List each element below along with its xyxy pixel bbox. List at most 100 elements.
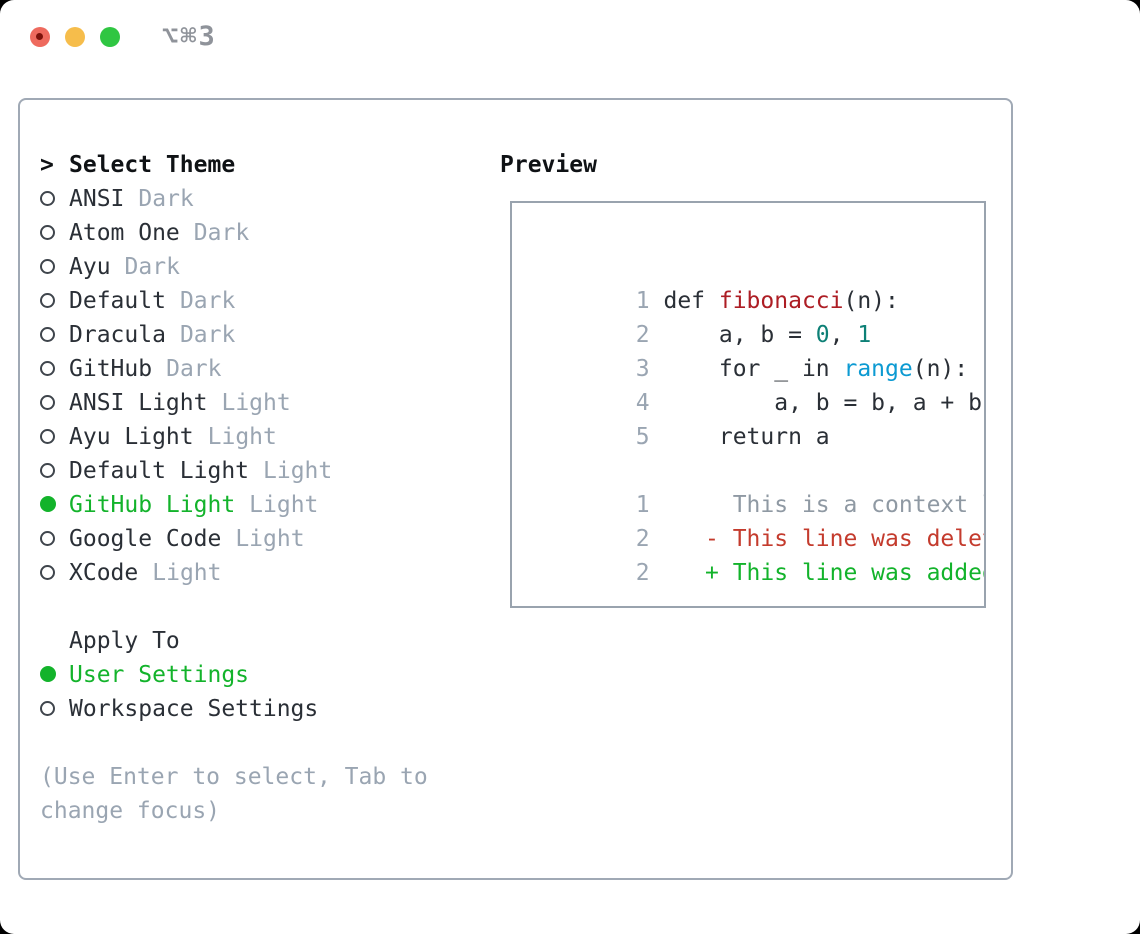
diff-text: + This line was added. (663, 560, 986, 586)
line-number: 3 (635, 356, 650, 382)
keyboard-hint-line: (Use Enter to select, Tab to (40, 764, 428, 790)
theme-variant: Dark (179, 322, 236, 348)
theme-option-dracula-dark[interactable]: Dracula Dark (40, 318, 428, 352)
select-theme-title: Select Theme (69, 152, 236, 178)
theme-option-google-code-light[interactable]: Google Code Light (40, 522, 428, 556)
apply-to-header: Apply To (40, 624, 428, 658)
theme-option-github-light[interactable]: GitHub Light Light (40, 488, 428, 522)
theme-variant: Dark (166, 356, 222, 382)
code-segment: a, b = b, a + b (663, 390, 982, 416)
radio-unselected-icon (40, 424, 69, 450)
line-number: 5 (635, 424, 650, 450)
theme-option-atom-one-dark[interactable]: Atom One Dark (40, 216, 428, 250)
window-titlebar: ⌥⌘3 (0, 0, 1140, 72)
theme-option-ayu-light[interactable]: Ayu Light Light (40, 420, 428, 454)
prompt-icon: > (40, 152, 54, 178)
code-segment: (n): (843, 288, 899, 314)
line-number: 2 (635, 526, 650, 552)
code-line: 5 return a (525, 386, 984, 450)
code-segment: (n): (912, 356, 969, 382)
line-number: 2 (635, 560, 650, 586)
code-segment: range (843, 356, 913, 382)
theme-option-default-light[interactable]: Default Light Light (40, 454, 428, 488)
keyboard-hint-line: change focus) (40, 798, 221, 824)
theme-name: Dracula (69, 322, 166, 348)
radio-unselected-icon (40, 288, 69, 314)
code-segment: , (829, 322, 858, 348)
radio-unselected-icon (40, 220, 69, 246)
theme-option-github-dark[interactable]: GitHub Dark (40, 352, 428, 386)
theme-picker-column: > Select Theme ANSI Dark Atom One Dark A… (40, 148, 428, 828)
apply-option-user-settings[interactable]: User Settings (40, 658, 428, 692)
radio-unselected-icon (40, 560, 69, 586)
theme-variant: Light (207, 424, 277, 450)
radio-unselected-icon (40, 390, 69, 416)
theme-name: GitHub Light (69, 492, 236, 518)
code-segment: fibonacci (718, 288, 844, 314)
apply-option-name: User Settings (69, 662, 250, 688)
code-line: 1 def fibonacci(n): (525, 250, 984, 314)
line-number: 2 (635, 322, 650, 348)
apply-option-name: Workspace Settings (69, 696, 319, 722)
theme-variant: Dark (179, 288, 236, 314)
code-segment: 1 (857, 322, 872, 348)
theme-picker-panel: > Select Theme ANSI Dark Atom One Dark A… (18, 98, 1013, 880)
theme-option-ansi-dark[interactable]: ANSI Dark (40, 182, 428, 216)
line-number: 1 (635, 288, 650, 314)
close-button[interactable] (30, 27, 50, 47)
theme-name: Google Code (69, 526, 222, 552)
code-segment: a, b = (663, 322, 816, 348)
theme-variant: Light (263, 458, 333, 484)
diff-added-line: 2 + This line was added. (525, 522, 984, 586)
radio-unselected-icon (40, 186, 69, 212)
radio-unselected-icon (40, 254, 69, 280)
line-number: 4 (635, 390, 650, 416)
theme-variant: Dark (193, 220, 250, 246)
select-theme-header: > Select Theme (40, 148, 428, 182)
diff-context-line: 1 This is a context line. (525, 454, 984, 518)
apply-option-workspace-settings[interactable]: Workspace Settings (40, 692, 428, 726)
theme-variant: Light (235, 526, 305, 552)
radio-unselected-icon (40, 458, 69, 484)
blank-row (40, 590, 428, 624)
code-segment: return a (663, 424, 830, 450)
diff-text: This is a context line. (732, 492, 984, 518)
radio-unselected-icon (40, 322, 69, 348)
radio-unselected-icon (40, 356, 69, 382)
theme-name: Default (69, 288, 166, 314)
preview-title: Preview (500, 152, 597, 178)
theme-name: Ayu (69, 254, 111, 280)
theme-name: ANSI (69, 186, 125, 212)
diff-text: - This line was deleted. (705, 526, 984, 552)
theme-variant: Dark (138, 186, 194, 212)
code-line: 2 a, b = 0, 1 (525, 284, 984, 348)
theme-name: Atom One (69, 220, 180, 246)
radio-unselected-icon (40, 696, 69, 722)
theme-variant: Light (249, 492, 319, 518)
theme-name: GitHub (69, 356, 153, 382)
code-segment: def (663, 288, 719, 314)
apply-to-title: Apply To (69, 628, 180, 654)
theme-option-ansi-light[interactable]: ANSI Light Light (40, 386, 428, 420)
theme-option-ayu-dark[interactable]: Ayu Dark (40, 250, 428, 284)
code-segment: for _ in (663, 356, 844, 382)
radio-selected-icon (40, 492, 69, 518)
code-line: 4 a, b = b, a + b (525, 352, 984, 416)
code-segment: 0 (815, 322, 830, 348)
zoom-button[interactable] (100, 27, 120, 47)
window-title: ⌥⌘3 (162, 21, 217, 52)
theme-option-xcode-light[interactable]: XCode Light (40, 556, 428, 590)
diff-deleted-line: 2 - This line was deleted. (525, 488, 984, 552)
theme-name: Ayu Light (69, 424, 194, 450)
minimize-button[interactable] (65, 27, 85, 47)
theme-name: ANSI Light (69, 390, 208, 416)
theme-name: XCode (69, 560, 139, 586)
theme-variant: Light (152, 560, 222, 586)
theme-name: Default Light (69, 458, 250, 484)
theme-option-default-dark[interactable]: Default Dark (40, 284, 428, 318)
radio-unselected-icon (40, 526, 69, 552)
theme-variant: Dark (124, 254, 180, 280)
theme-variant: Light (221, 390, 291, 416)
